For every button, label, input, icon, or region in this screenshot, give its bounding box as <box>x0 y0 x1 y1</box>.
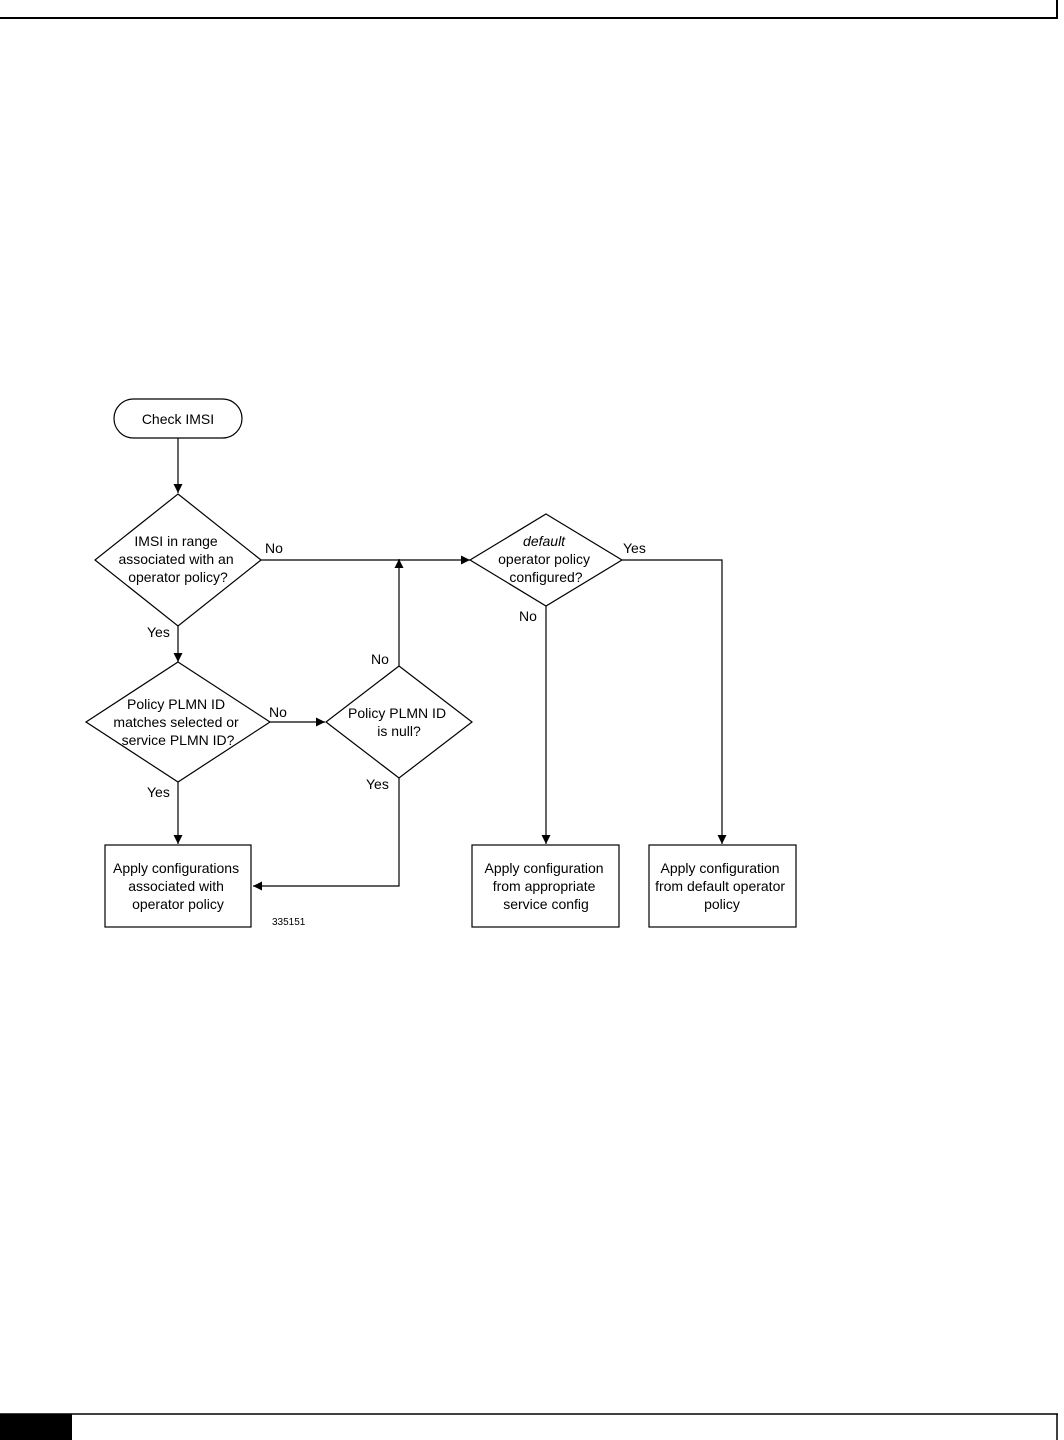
apply-operator-label: Apply configurations associated with ope… <box>113 860 243 912</box>
node-check-imsi: Check IMSI <box>113 398 243 439</box>
page-footer-rule <box>0 1413 1058 1440</box>
decision-imsi-in-range: IMSI in range associated with an operato… <box>94 493 262 627</box>
decision-plmn-null: Policy PLMN ID is null? <box>325 665 473 779</box>
plmn-match-label: Policy PLMN ID matches selected or servi… <box>113 696 242 748</box>
edge-label-default-yes: Yes <box>623 540 646 556</box>
page-header-rule <box>0 0 1058 19</box>
edge-label-default-no: No <box>519 608 537 624</box>
edge-label-imsi-yes: Yes <box>147 624 170 640</box>
edge-plmn-null-yes <box>253 778 400 891</box>
decision-default-policy: default operator policy configured? <box>468 513 624 607</box>
apply-service-label: Apply configuration from appropriate ser… <box>485 860 608 912</box>
imsi-in-range-label: IMSI in range associated with an operato… <box>118 533 237 585</box>
default-policy-label: default operator policy configured? <box>498 533 594 585</box>
box-apply-service-config: Apply configuration from appropriate ser… <box>471 844 620 928</box>
edge-label-imsi-no: No <box>265 540 283 556</box>
edge-label-plmn-null-no: No <box>371 651 389 667</box>
box-apply-operator-policy: Apply configurations associated with ope… <box>104 844 252 928</box>
edge-label-plmn-match-no: No <box>269 704 287 720</box>
check-imsi-label: Check IMSI <box>142 411 214 427</box>
figure-id: 335151 <box>272 917 306 928</box>
edge-label-plmn-null-yes: Yes <box>366 776 389 792</box>
apply-default-label: Apply configuration from default operato… <box>655 860 789 912</box>
edge-default-yes <box>622 559 727 844</box>
edge-label-plmn-match-yes: Yes <box>147 784 170 800</box>
plmn-null-label: Policy PLMN ID is null? <box>348 705 450 739</box>
box-apply-default-policy: Apply configuration from default operato… <box>648 844 797 928</box>
decision-plmn-match: Policy PLMN ID matches selected or servi… <box>84 661 272 783</box>
